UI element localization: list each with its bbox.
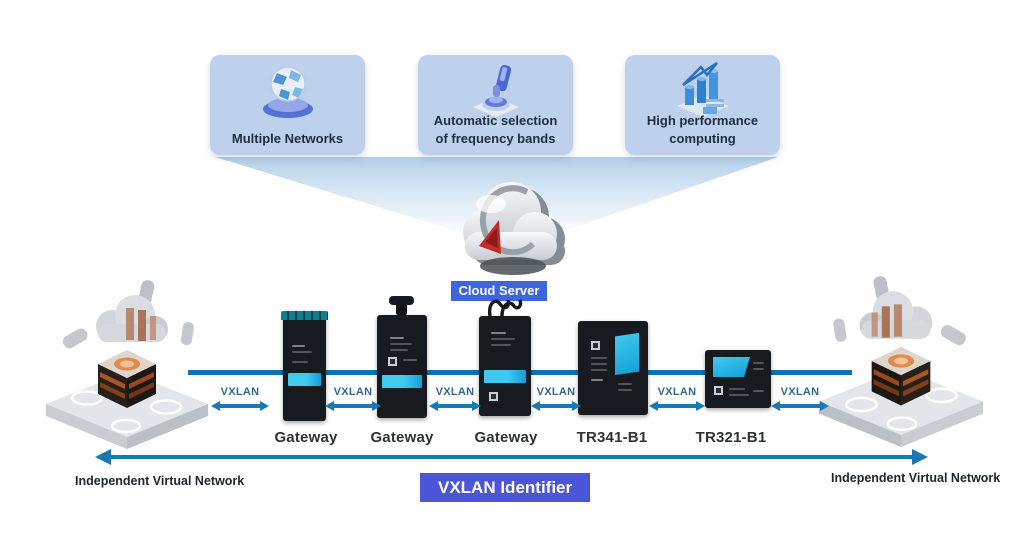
cloud-server-badge: Cloud Server [451,281,547,301]
tr321-b1-device [705,350,771,408]
double-arrow-icon [771,401,829,411]
independent-network-node-right [815,276,987,448]
device-name-tr321: TR321-B1 [695,429,767,446]
feature-label: Multiple Networks [214,130,361,148]
feature-line1: Automatic selection [433,112,558,128]
cloud-server-icon [441,170,569,288]
device-label-patch [615,333,639,375]
performance-bar-chart-icon [625,61,780,117]
double-arrow-icon [211,401,269,411]
feature-label: Automatic selection of frequency bands [422,112,569,148]
frequency-band-selector-icon [418,61,573,117]
device-name-gateway-2: Gateway [370,429,434,446]
vxlan-link-label: VXLAN [220,386,260,398]
device-name-gateway-1: Gateway [274,429,338,446]
double-arrow-icon [429,401,481,411]
device-label-band [288,373,321,386]
feature-box-high-performance: High performance computing [625,55,780,155]
vxlan-link-2: VXLAN [325,386,381,411]
vxlan-link-label: VXLAN [780,386,820,398]
gateway-device-1 [281,311,328,421]
feature-label: High performance computing [629,112,776,148]
feature-line2: computing [669,130,736,146]
device-name-tr341: TR341-B1 [576,429,648,446]
double-arrow-icon [649,401,705,411]
gateway-device-3 [479,299,531,416]
terminal-block [281,311,328,320]
independent-virtual-network-label-left: Independent Virtual Network [75,474,245,488]
device-name-gateway-3: Gateway [474,429,538,446]
feature-line2: of frequency bands [435,130,556,146]
feature-box-multiple-networks: Multiple Networks [210,55,365,155]
vxlan-link-label: VXLAN [333,386,373,398]
tr341-b1-device [578,321,648,415]
vxlan-link-label: VXLAN [435,386,475,398]
double-arrow-icon [325,401,381,411]
feature-box-frequency-bands: Automatic selection of frequency bands [418,55,573,155]
gateway-device-2 [377,296,427,418]
antenna-cables [487,299,523,316]
double-arrow-icon [531,401,581,411]
vxlan-link-label: VXLAN [657,386,697,398]
independent-virtual-network-label-right: Independent Virtual Network [831,471,1001,485]
globe-network-icon [210,61,365,119]
vxlan-link-6: VXLAN [771,386,829,411]
vxlan-link-1: VXLAN [211,386,269,411]
vxlan-link-4: VXLAN [531,386,581,411]
vxlan-link-label: VXLAN [536,386,576,398]
device-label-patch [713,357,750,377]
device-label-band [484,370,526,383]
feature-line1: Multiple Networks [231,130,344,146]
vxlan-link-3: VXLAN [429,386,481,411]
vxlan-identifier-badge: VXLAN Identifier [420,473,591,502]
network-span-double-arrow [95,449,928,465]
independent-network-node-left [42,280,212,450]
vxlan-link-5: VXLAN [649,386,705,411]
device-label-band [382,375,422,388]
feature-line1: High performance [646,112,759,128]
